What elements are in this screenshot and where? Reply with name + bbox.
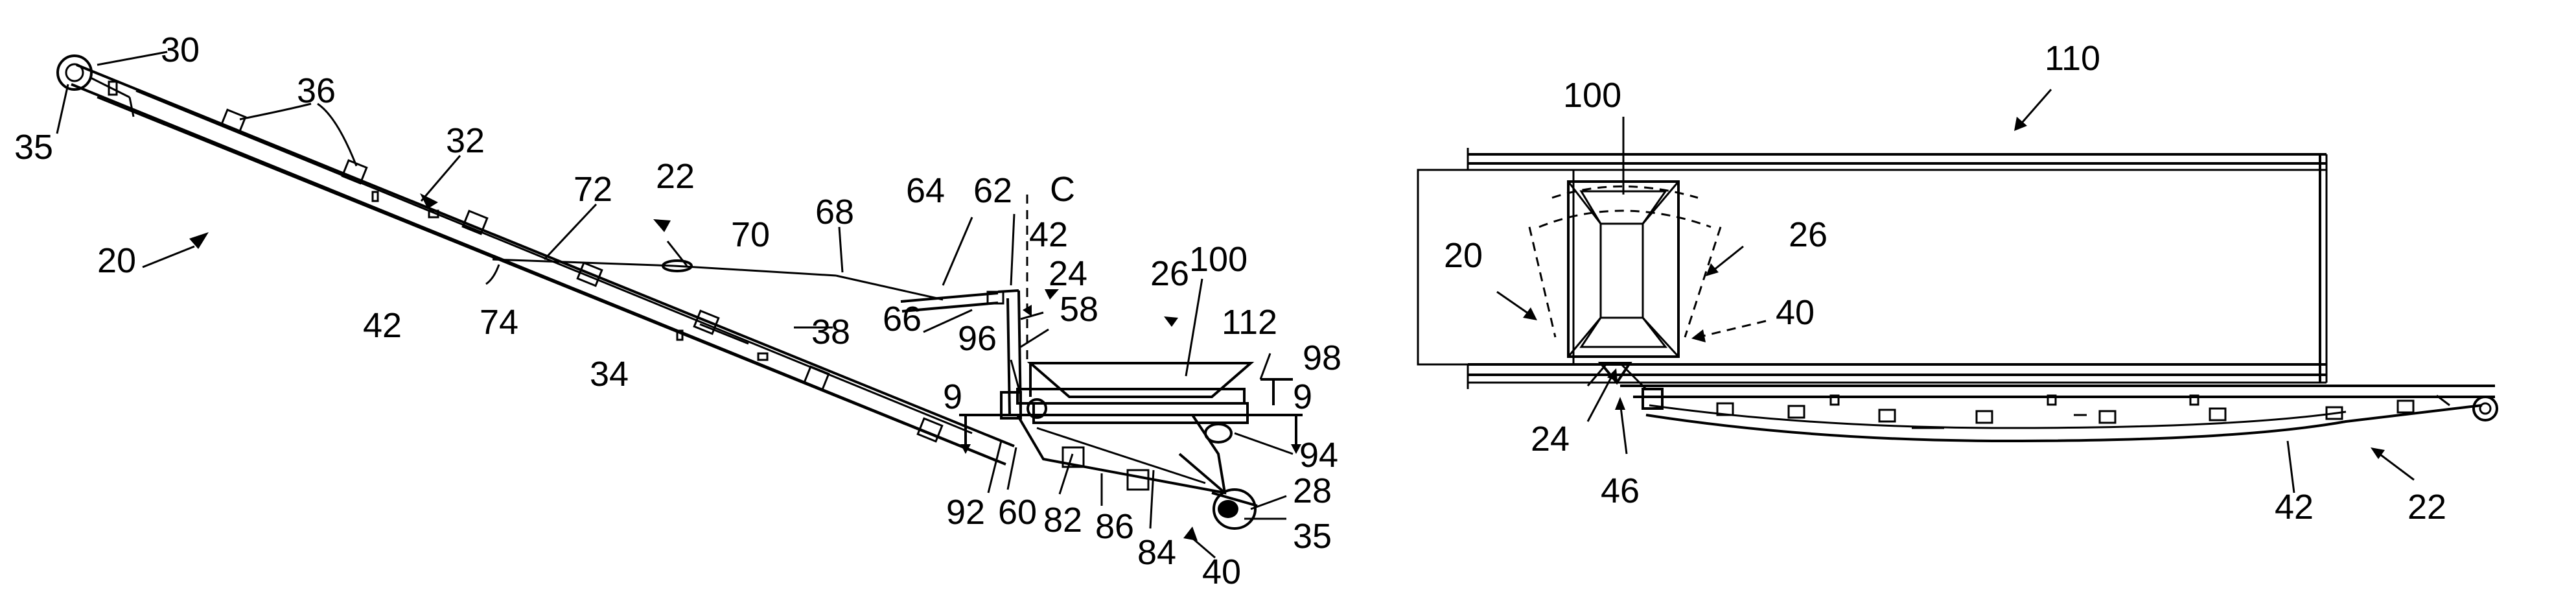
swing-outline-dashed — [1529, 187, 1721, 338]
label-26: 26 — [1150, 254, 1189, 293]
label-42: 42 — [1029, 215, 1068, 254]
label-94: 94 — [1299, 436, 1338, 475]
label-74: 74 — [480, 303, 518, 342]
label-24: 24 — [1049, 254, 1087, 293]
label-98: 98 — [1303, 338, 1341, 377]
label-60: 60 — [998, 493, 1037, 532]
trailer-frame — [1418, 148, 2327, 389]
label-112: 112 — [1222, 303, 1277, 342]
label-32: 32 — [446, 121, 485, 160]
label-36: 36 — [297, 71, 336, 110]
label-40: 40 — [1202, 552, 1241, 591]
left-figure-side-view: 30 35 36 32 20 72 22 70 68 64 62 C 42 24… — [14, 30, 1341, 591]
label-100: 100 — [1563, 76, 1621, 115]
hopper-plan — [1568, 182, 1678, 357]
label-28: 28 — [1293, 471, 1332, 510]
callout-labels-left: 30 35 36 32 20 72 22 70 68 64 62 C 42 24… — [14, 30, 1341, 591]
label-26: 26 — [1789, 215, 1828, 254]
label-38: 38 — [811, 313, 850, 351]
main-conveyor-frame — [71, 65, 1014, 464]
label-42: 42 — [2275, 488, 2314, 527]
pivot-post — [998, 195, 1027, 415]
label-86: 86 — [1095, 507, 1134, 546]
section-line-9 — [959, 415, 1303, 454]
label-9: 9 — [1293, 377, 1312, 416]
label-24: 24 — [1531, 420, 1570, 458]
label-35: 35 — [1293, 517, 1332, 556]
label-110: 110 — [2045, 39, 2100, 78]
label-82: 82 — [1043, 501, 1082, 540]
label-30: 30 — [161, 30, 200, 69]
label-68: 68 — [815, 193, 854, 231]
label-42: 42 — [363, 306, 402, 345]
label-22: 22 — [656, 157, 695, 196]
label-58: 58 — [1060, 290, 1098, 329]
label-c: C — [1050, 170, 1075, 209]
conveyor-plan — [1620, 386, 2497, 441]
label-20: 20 — [97, 241, 136, 280]
feeder-box — [1017, 415, 1225, 493]
label-22: 22 — [2408, 488, 2446, 527]
label-46: 46 — [1601, 471, 1640, 510]
callout-labels-right: 110 100 20 26 40 24 46 42 22 — [1444, 39, 2446, 527]
right-figure-plan-view: 110 100 20 26 40 24 46 42 22 — [1418, 39, 2497, 527]
label-92: 92 — [946, 493, 985, 532]
label-72: 72 — [574, 170, 612, 209]
label-62: 62 — [973, 171, 1012, 210]
label-96: 96 — [958, 319, 997, 358]
tail-pulley — [1212, 490, 1257, 528]
leader-lines-left — [57, 52, 1293, 558]
label-9: 9 — [943, 377, 962, 416]
label-35: 35 — [14, 128, 53, 167]
label-34: 34 — [590, 355, 629, 394]
leader-lines-right — [1497, 89, 2414, 493]
label-20: 20 — [1444, 236, 1483, 275]
label-40: 40 — [1776, 293, 1815, 332]
label-100: 100 — [1189, 240, 1247, 279]
label-70: 70 — [731, 215, 770, 254]
label-64: 64 — [906, 171, 945, 210]
label-66: 66 — [883, 300, 922, 338]
label-84: 84 — [1137, 533, 1176, 572]
